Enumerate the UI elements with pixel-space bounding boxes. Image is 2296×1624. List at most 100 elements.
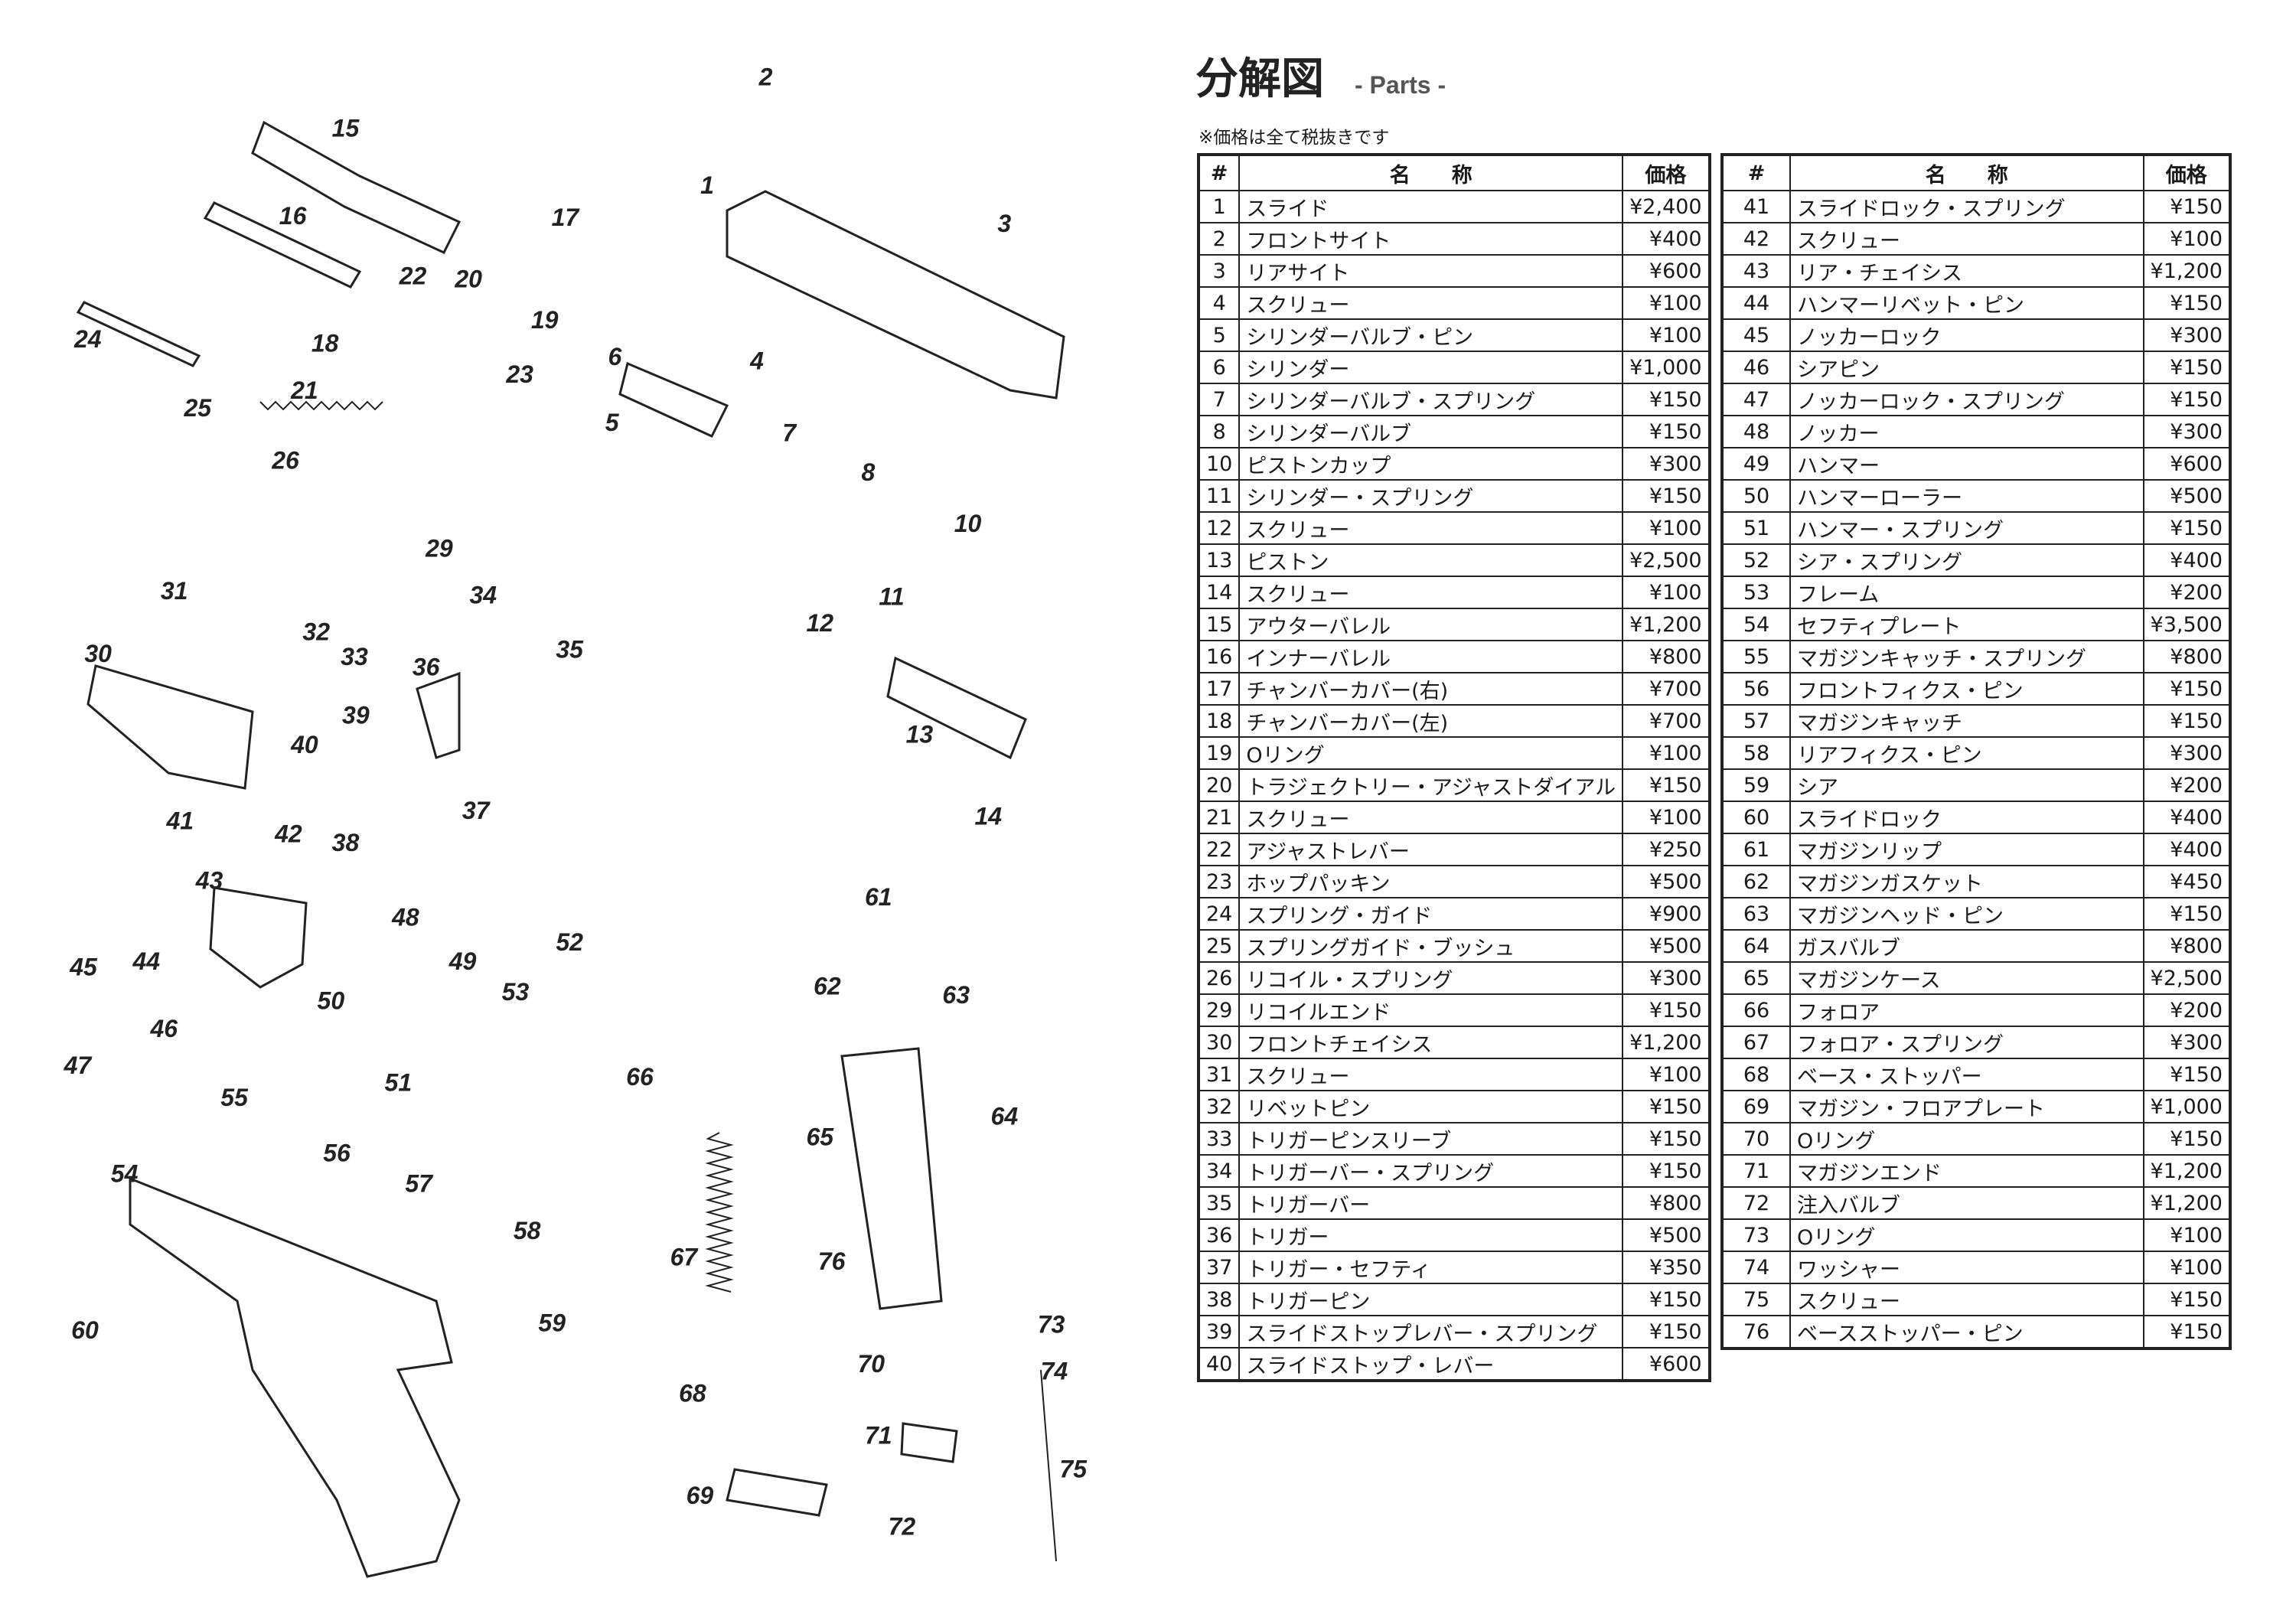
part-price: ¥3,500 [2142, 608, 2232, 641]
part-label: 47 [64, 1052, 93, 1079]
part-number: 1 [1197, 190, 1241, 223]
part-number: 18 [1197, 704, 1241, 738]
header-price: 価格 [1622, 154, 1711, 191]
part-number: 52 [1721, 543, 1791, 577]
part-label: 31 [161, 577, 188, 605]
part-label: 20 [454, 265, 482, 292]
part-number: 53 [1721, 576, 1791, 609]
part-name: スクリュー [1238, 576, 1624, 609]
part-label: 37 [462, 797, 491, 824]
title-main: 分解図 [1195, 54, 1324, 104]
outer-barrel-drawing [251, 120, 461, 254]
part-label: 33 [341, 643, 368, 670]
part-name: フロントフィクス・ピン [1789, 672, 2144, 706]
part-number: 2 [1197, 222, 1241, 256]
part-name: シリンダーバルブ [1238, 415, 1624, 448]
part-price: ¥150 [2142, 897, 2232, 931]
part-name: ノッカー [1789, 415, 2144, 448]
part-number: 48 [1721, 415, 1791, 448]
part-price: ¥200 [2142, 576, 2232, 609]
part-number: 33 [1197, 1122, 1241, 1156]
part-number: 50 [1721, 479, 1791, 513]
cylinder-drawing [618, 361, 729, 438]
part-name: マガジンケース [1789, 961, 2144, 995]
part-label: 70 [857, 1350, 885, 1378]
part-label: 1 [700, 171, 714, 199]
part-label: 42 [274, 820, 302, 847]
part-label: 55 [220, 1084, 249, 1111]
part-name: スクリュー [1789, 1283, 2144, 1316]
part-name: マガジン・フロアプレート [1789, 1090, 2144, 1123]
part-price: ¥600 [2142, 447, 2232, 481]
part-label: 13 [906, 720, 934, 748]
part-name: ハンマーローラー [1789, 479, 2144, 513]
part-label: 56 [323, 1140, 351, 1167]
part-price: ¥300 [1622, 447, 1711, 481]
part-number: 45 [1721, 318, 1791, 352]
part-name: ハンマー [1789, 447, 2144, 481]
part-price: ¥1,200 [2142, 1186, 2232, 1220]
part-label: 66 [626, 1063, 654, 1091]
part-name: リアフィクス・ピン [1789, 736, 2144, 770]
part-price: ¥150 [1622, 1122, 1711, 1156]
part-number: 66 [1721, 993, 1791, 1027]
part-label: 41 [166, 807, 194, 834]
part-price: ¥800 [1622, 1186, 1711, 1220]
part-number: 34 [1197, 1154, 1241, 1188]
part-price: ¥200 [2142, 993, 2232, 1027]
part-name: マガジンエンド [1789, 1154, 2144, 1188]
part-name: マガジンリップ [1789, 833, 2144, 866]
part-label: 43 [195, 867, 223, 895]
part-price: ¥800 [2142, 640, 2232, 673]
part-number: 29 [1197, 993, 1241, 1027]
part-price: ¥1,000 [1622, 351, 1711, 384]
part-price: ¥300 [1622, 961, 1711, 995]
part-label: 72 [889, 1512, 916, 1540]
part-price: ¥300 [2142, 318, 2232, 352]
part-name: シアピン [1789, 351, 2144, 384]
part-price: ¥150 [1622, 415, 1711, 448]
part-number: 62 [1721, 865, 1791, 898]
part-label: 12 [806, 609, 833, 637]
part-price: ¥150 [2142, 1122, 2232, 1156]
part-label: 68 [679, 1379, 706, 1407]
part-price: ¥800 [1622, 640, 1711, 673]
part-price: ¥150 [1622, 479, 1711, 513]
part-number: 22 [1197, 833, 1241, 866]
part-name: インナーバレル [1238, 640, 1624, 673]
part-label: 59 [538, 1309, 566, 1336]
part-name: スライドロック [1789, 801, 2144, 834]
part-price: ¥700 [1622, 672, 1711, 706]
part-price: ¥1,200 [1622, 608, 1711, 641]
magazine-screw-drawing [1040, 1369, 1057, 1562]
part-name: スクリュー [1238, 1058, 1624, 1091]
part-name: ガスバルブ [1789, 929, 2144, 963]
part-name: フロントチェイシス [1238, 1026, 1624, 1059]
part-label: 49 [448, 947, 477, 975]
part-price: ¥350 [1622, 1251, 1711, 1284]
header-num: # [1197, 154, 1241, 191]
part-label: 26 [271, 447, 299, 474]
part-name: フロントサイト [1238, 222, 1624, 256]
part-number: 74 [1721, 1251, 1791, 1284]
part-name: ベースストッパー・ピン [1789, 1315, 2144, 1349]
part-label: 36 [413, 653, 440, 680]
part-label: 25 [183, 394, 212, 422]
part-label: 38 [332, 829, 360, 856]
part-price: ¥300 [2142, 415, 2232, 448]
part-name: ハンマー・スプリング [1789, 511, 2144, 545]
